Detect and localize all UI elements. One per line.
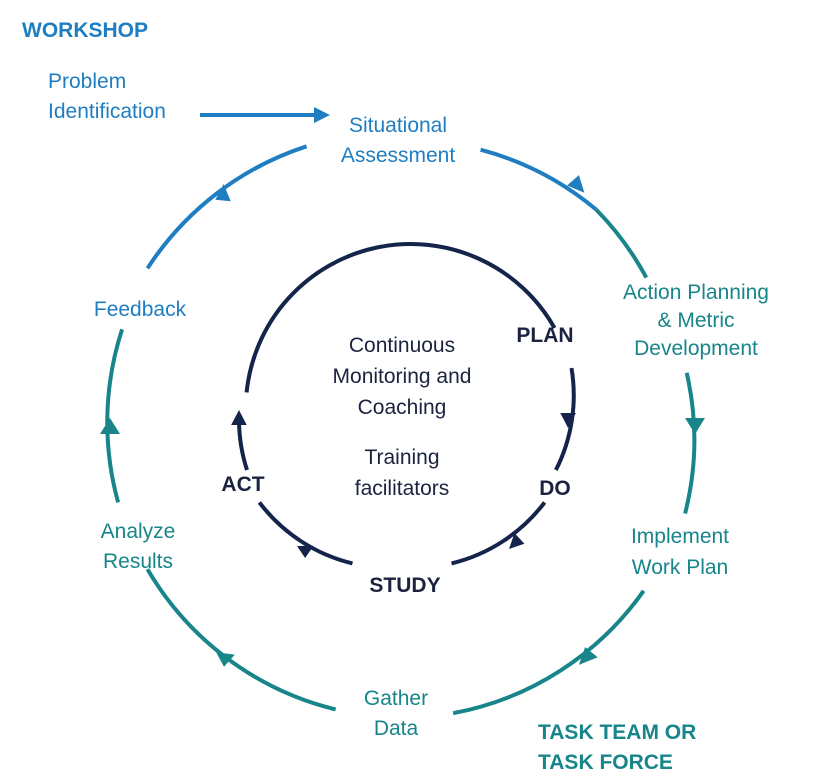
workshop-heading: WORKSHOP — [22, 19, 148, 42]
problem-connector-arrow-icon — [314, 107, 330, 123]
step-label-line: Feedback — [94, 298, 187, 321]
step-label-line: Assessment — [341, 144, 456, 167]
center-text-line: Continuous — [349, 334, 455, 357]
inner-label-act: ACT — [221, 473, 264, 496]
outer-ring-arc-top-left — [145, 144, 308, 270]
inner-label-study: STUDY — [369, 574, 440, 597]
inner-arrow-to-act — [297, 545, 314, 558]
outer-ring-arc-bottom-left — [145, 568, 337, 712]
center-monitoring-text: Continuous Monitoring and Coaching — [333, 334, 472, 419]
step-label-line: Development — [634, 337, 758, 360]
step-label-line: Work Plan — [632, 556, 728, 579]
inner-arrow-to-do — [560, 413, 576, 428]
step-implement-work-plan: Implement Work Plan — [631, 525, 729, 579]
step-label-line: & Metric — [657, 309, 734, 332]
step-gather-data: Gather Data — [364, 687, 428, 740]
inner-label-do: DO — [539, 477, 571, 500]
inner-arrow-to-study — [509, 533, 525, 549]
step-analyze-results: Analyze Results — [101, 520, 176, 573]
step-label-line: Gather — [364, 687, 428, 710]
inner-label-plan: PLAN — [516, 324, 573, 347]
inner-ring-arc-bottom-left — [257, 501, 353, 566]
step-label-line: Action Planning — [623, 281, 769, 304]
center-text-line: Coaching — [358, 396, 447, 419]
outer-arrow-to-feedback — [100, 418, 120, 434]
outer-arrow-to-gather-data — [578, 647, 598, 665]
outer-arrow-to-implement — [685, 418, 705, 434]
outer-arrow-to-analyze-results — [216, 652, 235, 667]
outer-ring-arc-right — [683, 372, 697, 514]
outer-arrow-to-situational — [215, 184, 231, 202]
outer-arrow-to-action-planning — [567, 175, 585, 193]
step-label-line: Data — [374, 717, 419, 740]
task-team-heading-line2: TASK FORCE — [538, 751, 673, 774]
inner-ring-arc-top — [244, 242, 557, 393]
step-problem-identification: Problem Identification — [48, 70, 166, 123]
center-training-text: Training facilitators — [355, 446, 450, 500]
step-action-planning: Action Planning & Metric Development — [623, 281, 769, 360]
step-label-line: Situational — [349, 114, 447, 137]
outer-ring-arc-right-upper — [594, 208, 649, 279]
step-situational-assessment: Situational Assessment — [341, 114, 456, 167]
step-label-line: Results — [103, 550, 173, 573]
step-feedback: Feedback — [94, 298, 187, 321]
outer-ring-arc-top-right — [480, 147, 598, 212]
outer-ring-arc-right-lower — [452, 589, 646, 716]
inner-ring-arc-left — [237, 419, 249, 471]
step-label-line: Problem — [48, 70, 126, 93]
center-text-line: Training — [364, 446, 439, 469]
inner-arrow-to-plan — [231, 410, 247, 425]
center-text-line: facilitators — [355, 477, 450, 500]
step-label-line: Identification — [48, 100, 166, 123]
task-team-heading-line1: TASK TEAM OR — [538, 721, 696, 744]
outer-ring-arc-left — [105, 328, 125, 503]
step-label-line: Implement — [631, 525, 729, 548]
step-label-line: Analyze — [101, 520, 176, 543]
inner-ring-arc-bottom-right — [451, 501, 547, 566]
center-text-line: Monitoring and — [333, 365, 472, 388]
